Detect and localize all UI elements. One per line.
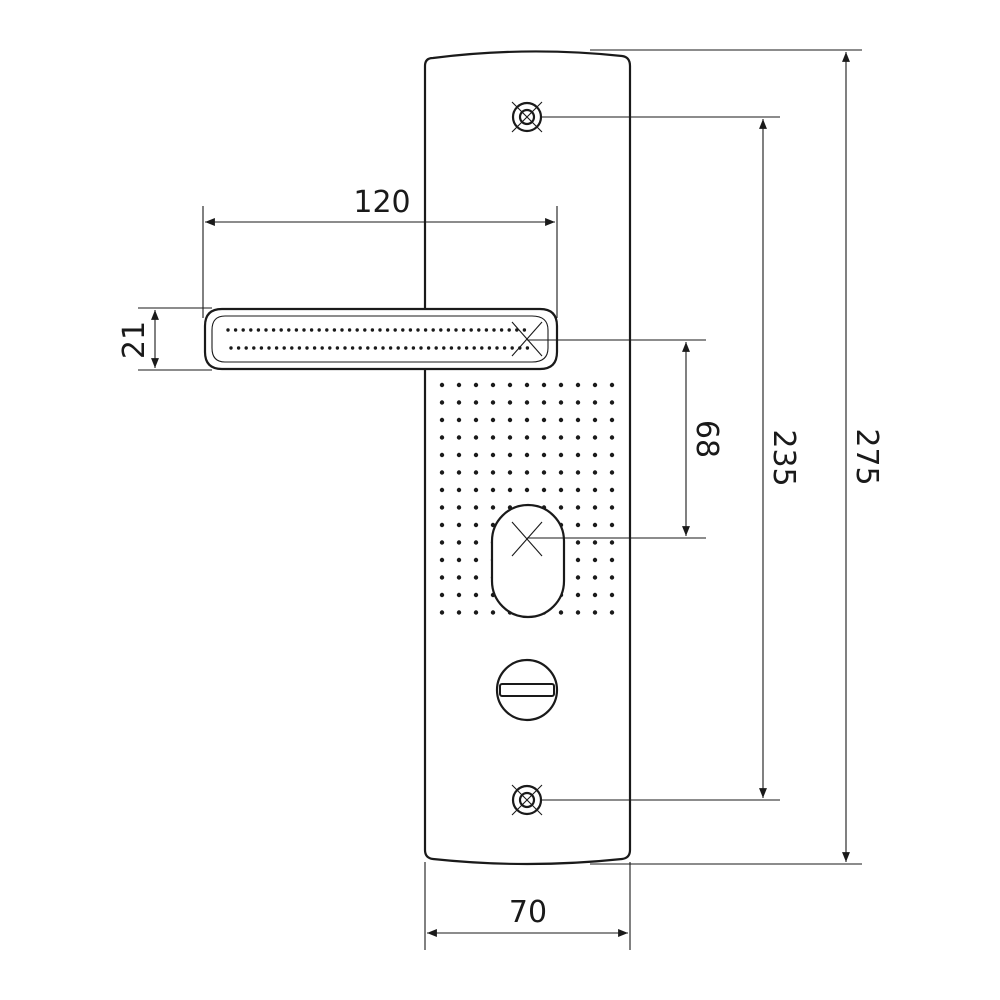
lever-handle [203,307,559,371]
dimension-label-120: 120 [353,185,410,220]
back-plate [423,50,632,866]
dimension-label-68: 68 [689,420,724,458]
handle-dot-texture [226,328,530,350]
dimension-screw-distance: 235 [541,116,801,801]
dimension-handle-height: 21 [117,307,212,371]
dimension-handle-length: 120 [202,185,558,318]
screw-bottom [511,784,543,816]
dimension-label-21: 21 [117,321,152,359]
dimension-label-275: 275 [849,428,884,485]
dimension-label-235: 235 [766,429,801,486]
dimension-plate-height: 275 [590,49,884,865]
privacy-turn-knob [495,658,559,722]
dimension-handle-to-key: 68 [527,339,724,539]
dimension-label-70: 70 [509,895,547,930]
keyhole-slot [490,503,566,619]
dimension-plate-width: 70 [424,862,631,950]
screw-top [511,101,543,133]
